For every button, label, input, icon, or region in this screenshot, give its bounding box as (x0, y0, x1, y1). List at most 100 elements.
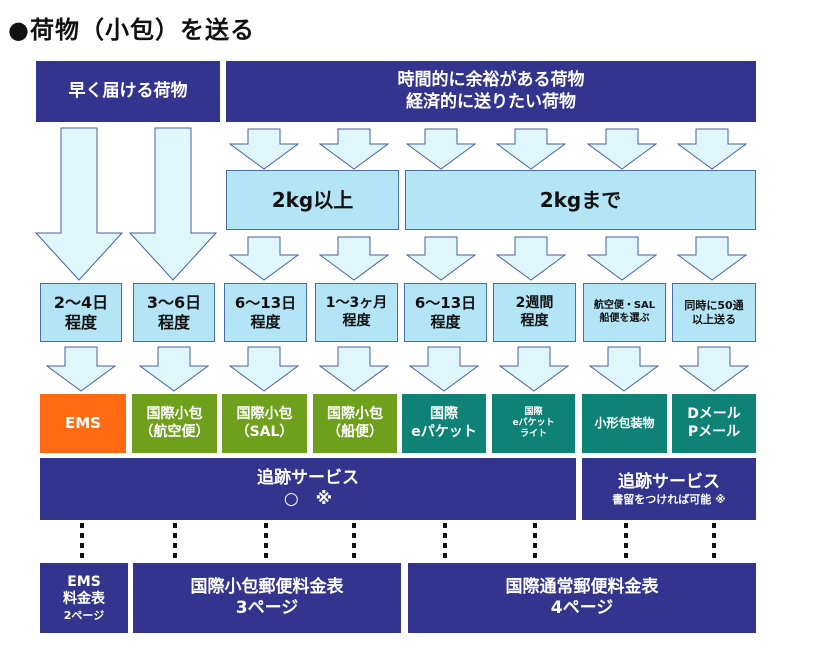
arrow-down-icon-service-6 (499, 346, 569, 392)
duration-box-ems: 2～4日 程度 (40, 283, 122, 342)
duration-box-epacket-light: 2週間 程度 (493, 283, 576, 342)
arrow-down-icon-duration-3 (229, 236, 299, 281)
service-parcel-air: 国際小包 （航空便） (132, 394, 217, 453)
arrow-down-icon-service-8 (679, 346, 749, 392)
duration-parcel-air-line-2: 程度 (157, 312, 190, 332)
arrow-down-icon-service-5 (409, 346, 479, 392)
service-parcel-sal-line-2: （SAL） (235, 423, 294, 440)
duration-parcel-surface-line-1: 1～3ヶ月 (325, 295, 388, 311)
service-dm-line-2: Pメール (687, 423, 741, 440)
rates-ems-line-2: 料金表 (63, 591, 105, 608)
rates-parcel-line-2: 3ページ (235, 598, 299, 618)
arrow-down-icon-to-2kg-upto-1 (406, 128, 476, 170)
arrow-down-icon-to-2kg-over-1 (229, 128, 299, 170)
service-epacket: 国際 eパケット (402, 394, 486, 453)
service-epacket-light: 国際 eパケット ライト (492, 394, 575, 453)
header-fast-label: 早く届ける荷物 (68, 80, 188, 101)
duration-epacket-light-line-2: 程度 (520, 312, 549, 329)
arrow-down-icon-to-2kg-over-2 (319, 128, 389, 170)
header-economy-line-2: 経済的に送りたい荷物 (406, 91, 576, 112)
arrow-down-icon-service-1 (46, 346, 116, 392)
arrow-down-icon-duration-7 (587, 236, 657, 281)
arrow-down-icon-service-2 (139, 346, 209, 392)
arrow-down-icon-duration-6 (496, 236, 566, 281)
service-epacket-light-line-1: 国際 (524, 406, 543, 417)
duration-epacket-light-line-1: 2週間 (515, 295, 554, 311)
service-dm-line-1: Dメール (687, 406, 741, 422)
duration-epacket-line-2: 程度 (430, 312, 461, 331)
tracking-side-label: 追跡サービス (618, 471, 720, 492)
tracking-main-label: 追跡サービス (257, 467, 359, 488)
service-epacket-light-line-2: eパケット (512, 417, 555, 428)
duration-parcel-air-line-1: 3～6日 (146, 292, 202, 312)
header-economy-delivery: 時間的に余裕がある荷物 経済的に送りたい荷物 (226, 61, 756, 122)
page-title: ●荷物（小包）を送る (8, 16, 255, 44)
duration-dm-line-2: 以上送る (692, 312, 736, 326)
tracking-main: 追跡サービス ○ ※ (40, 458, 576, 520)
dotted-connector (712, 523, 716, 559)
rates-parcel-line-1: 国際小包郵便料金表 (190, 576, 344, 597)
duration-ems-line-1: 2～4日 (53, 292, 109, 312)
header-fast-delivery: 早く届ける荷物 (36, 61, 220, 122)
arrow-down-icon-duration-4 (319, 236, 389, 281)
arrow-down-icon-ems-long (35, 127, 123, 281)
tracking-side: 追跡サービス 書留をつければ可能 ※ (582, 458, 756, 520)
header-economy-line-1: 時間的に余裕がある荷物 (397, 70, 585, 91)
dotted-connector (443, 523, 447, 559)
tracking-side-note: 書留をつければ可能 ※ (612, 492, 726, 506)
arrow-down-icon-to-2kg-upto-4 (677, 128, 747, 170)
arrow-down-icon-service-3 (229, 346, 299, 392)
service-dm: Dメール Pメール (672, 394, 756, 453)
service-parcel-air-line-2: （航空便） (139, 423, 210, 440)
service-epacket-light-line-3: ライト (519, 429, 547, 440)
rates-ordinary: 国際通常郵便料金表 4ページ (408, 563, 756, 633)
rates-ems: EMS 料金表 2ページ (40, 563, 128, 633)
weight-upto-2kg-label: 2kgまで (539, 187, 622, 212)
service-parcel-surface-line-2: （船便） (327, 423, 383, 440)
duration-box-parcel-air: 3～6日 程度 (133, 283, 215, 342)
duration-box-parcel-surface: 1～3ヶ月 程度 (315, 283, 398, 342)
service-epacket-line-1: 国際 (430, 406, 458, 422)
arrow-down-icon-to-2kg-upto-3 (587, 128, 657, 170)
arrow-down-icon-duration-8 (677, 236, 747, 281)
duration-small-packet-line-2: 船便を選ぶ (599, 312, 650, 324)
service-parcel-sal: 国際小包 （SAL） (222, 394, 307, 453)
rates-ordinary-line-2: 4ページ (550, 598, 614, 618)
dotted-connector (352, 523, 356, 559)
service-parcel-sal-line-1: 国際小包 (236, 406, 293, 422)
dotted-connector (264, 523, 268, 559)
dotted-connector (173, 523, 177, 559)
rates-parcel: 国際小包郵便料金表 3ページ (133, 563, 401, 633)
arrow-down-icon-service-7 (589, 346, 659, 392)
service-parcel-surface-line-1: 国際小包 (327, 406, 383, 422)
service-ems-label: EMS (65, 414, 101, 433)
weight-upto-2kg: 2kgまで (405, 170, 756, 230)
weight-over-2kg-label: 2kg以上 (271, 187, 354, 212)
duration-small-packet-line-1: 航空便・SAL (593, 300, 656, 311)
dotted-connector (80, 523, 84, 559)
weight-over-2kg: 2kg以上 (226, 170, 399, 230)
duration-ems-line-2: 程度 (64, 312, 97, 332)
duration-box-parcel-sal: 6～13日 程度 (224, 283, 307, 342)
service-parcel-air-line-1: 国際小包 (146, 406, 203, 422)
duration-parcel-surface-line-2: 程度 (342, 312, 371, 329)
dotted-connector (624, 523, 628, 559)
duration-box-epacket: 6～13日 程度 (404, 283, 487, 342)
service-small-packet-label: 小形包装物 (594, 416, 655, 430)
duration-box-small-packet: 航空便・SAL 船便を選ぶ (583, 283, 666, 342)
dotted-connector (533, 523, 537, 559)
arrow-down-icon-parcel-air-long (129, 127, 217, 281)
rates-ordinary-line-1: 国際通常郵便料金表 (505, 576, 659, 597)
tracking-main-symbols: ○ ※ (283, 489, 333, 509)
arrow-down-icon-to-2kg-upto-2 (496, 128, 566, 170)
service-parcel-surface: 国際小包 （船便） (313, 394, 397, 453)
service-epacket-line-2: eパケット (411, 423, 477, 440)
arrow-down-icon-duration-5 (406, 236, 476, 281)
duration-dm-line-1: 同時に50通 (684, 298, 744, 312)
duration-box-dm: 同時に50通 以上送る (672, 283, 756, 342)
service-small-packet: 小形包装物 (582, 394, 667, 453)
duration-parcel-sal-line-2: 程度 (250, 312, 281, 331)
arrow-down-icon-service-4 (319, 346, 389, 392)
service-ems: EMS (40, 394, 126, 453)
duration-parcel-sal-line-1: 6～13日 (234, 293, 297, 312)
